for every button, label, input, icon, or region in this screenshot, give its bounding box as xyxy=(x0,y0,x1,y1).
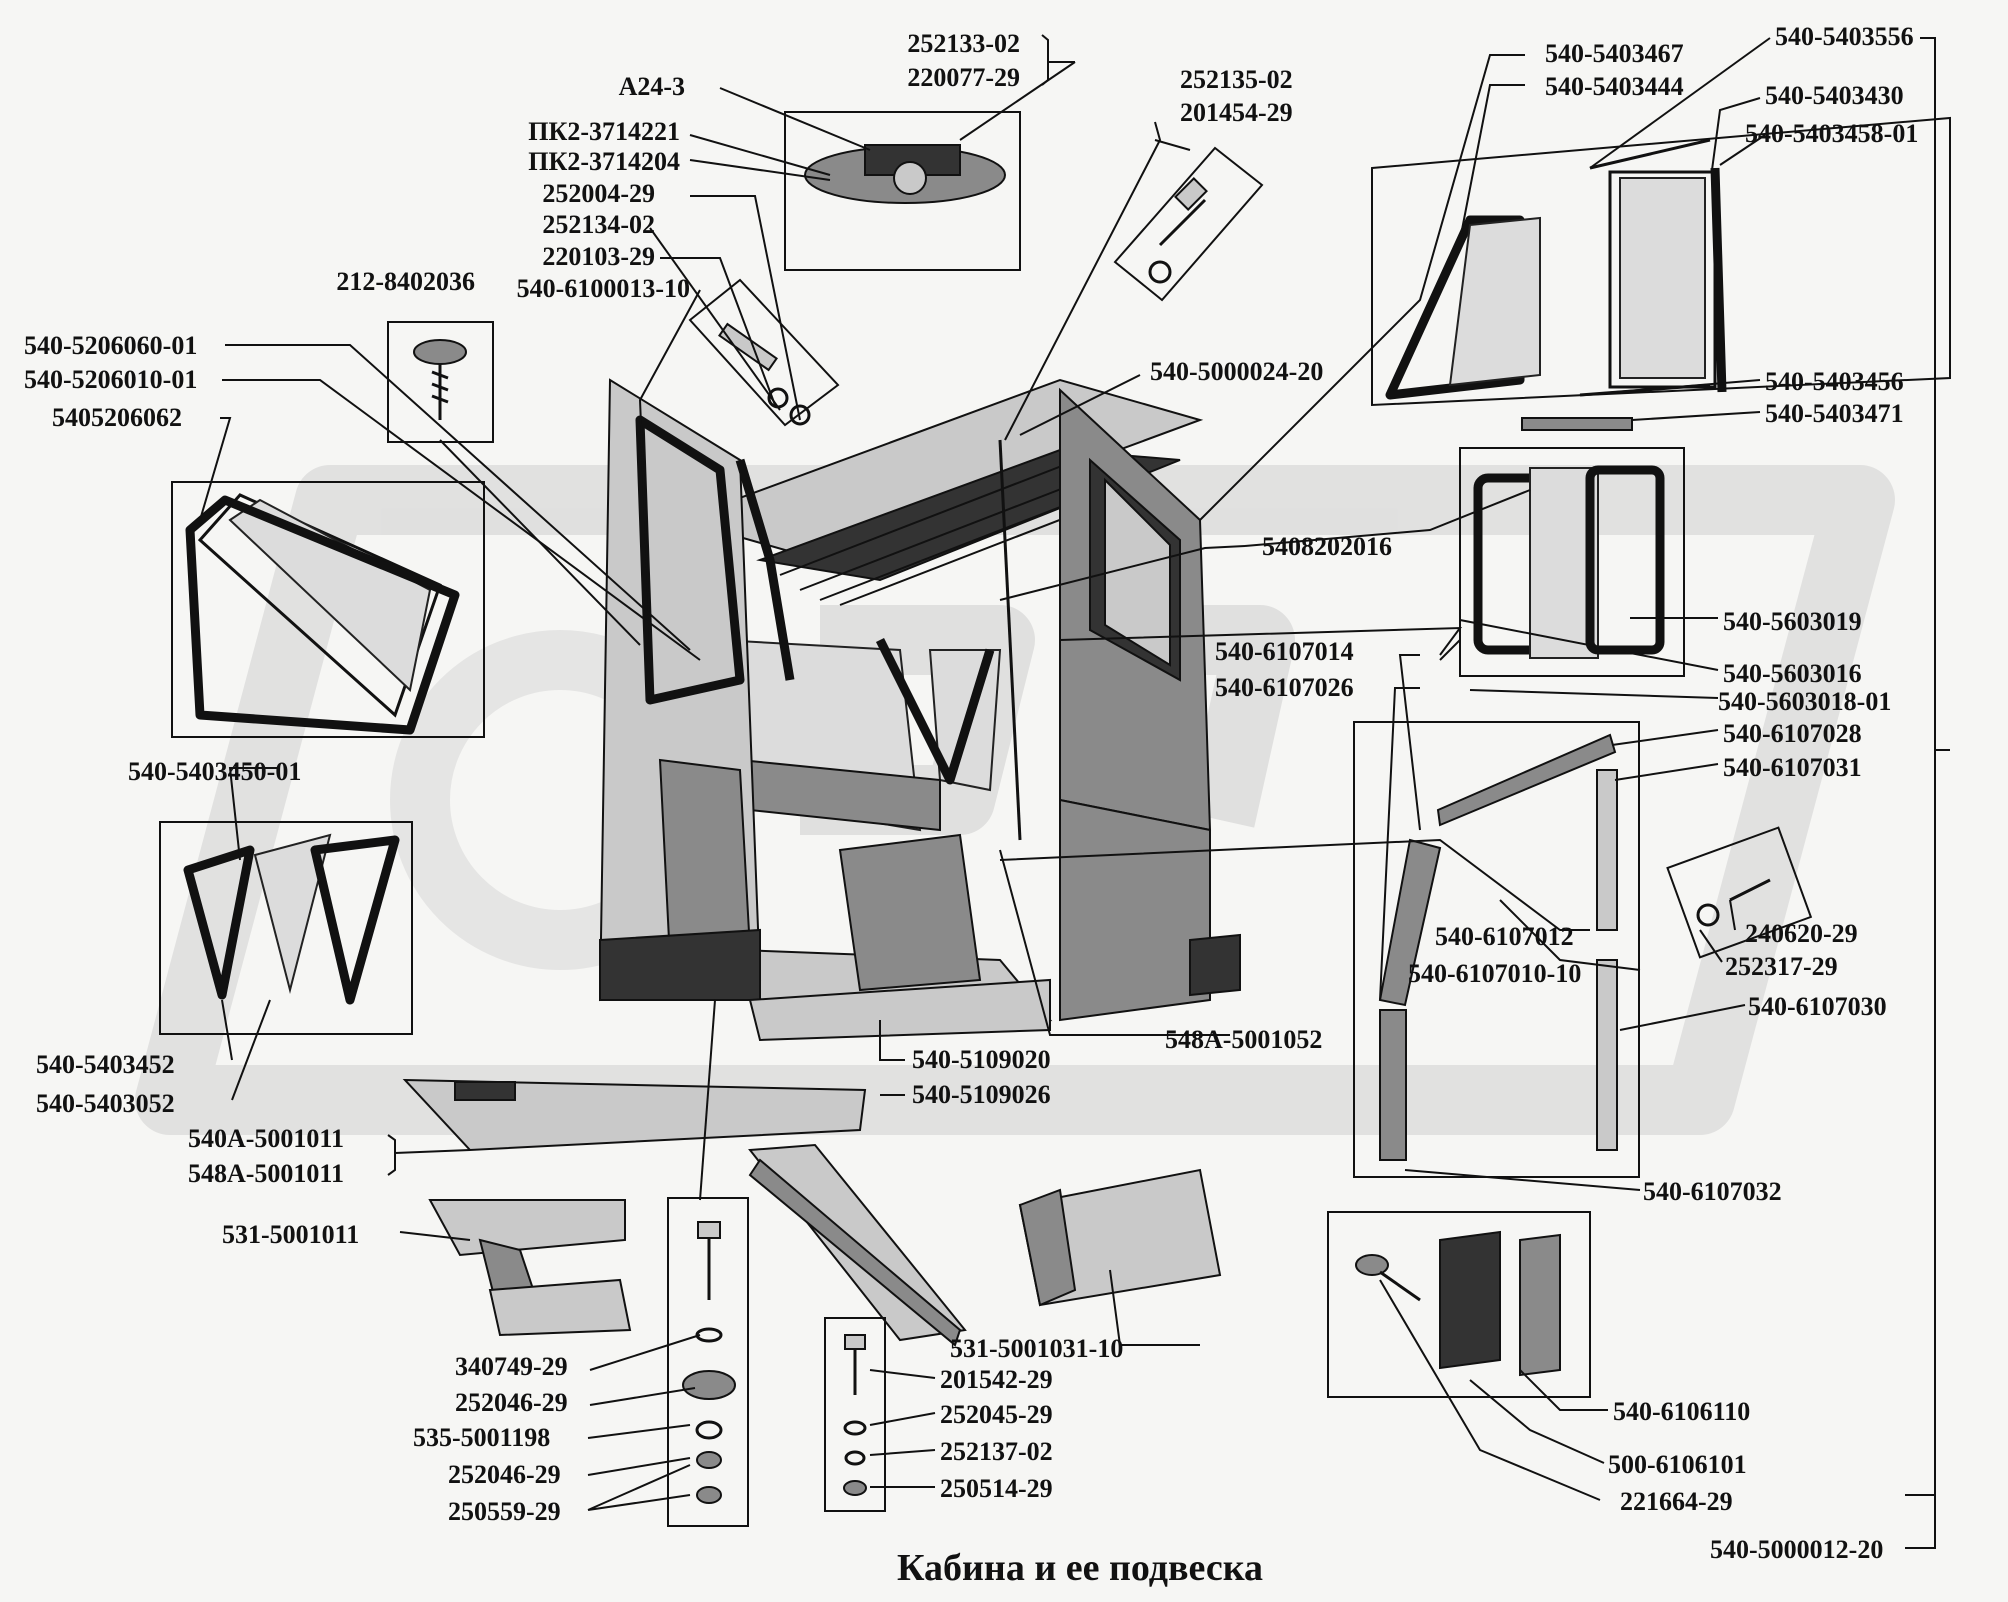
leader-lines xyxy=(199,34,1950,1511)
label-240620-29: 240620-29 xyxy=(1745,919,1858,948)
cab-body xyxy=(598,378,1241,1042)
diagram-title: Кабина и ее подвеска xyxy=(897,1547,1263,1589)
door-runner-kit xyxy=(1353,721,1813,1178)
label-pk2-3714221: ПК2-3714221 xyxy=(528,117,680,146)
label-540-5403052: 540-5403052 xyxy=(36,1089,175,1118)
label-540-6107028: 540-6107028 xyxy=(1723,719,1862,748)
label-540-6107030: 540-6107030 xyxy=(1748,992,1887,1021)
label-pk2-3714204: ПК2-3714204 xyxy=(528,147,680,176)
door-glass-kit xyxy=(1459,447,1685,677)
label-548a-5001052: 548А-5001052 xyxy=(1165,1025,1322,1054)
label-540a-5001011: 540А-5001011 xyxy=(188,1124,344,1153)
label-5408202016: 5408202016 xyxy=(1262,532,1392,561)
left-side-window-kit xyxy=(171,481,485,738)
rear-window-kit xyxy=(1371,116,1951,431)
label-535-5001198: 535-5001198 xyxy=(413,1423,550,1452)
label-221664-29: 221664-29 xyxy=(1620,1487,1733,1516)
label-252137-02: 252137-02 xyxy=(940,1437,1053,1466)
dome-light-assembly xyxy=(784,111,1021,271)
label-212-8402036: 212-8402036 xyxy=(336,267,475,296)
label-540-5206010-01: 540-5206010-01 xyxy=(24,365,197,394)
part-labels: 252133-02 220077-29 А24-3 ПК2-3714221 ПК… xyxy=(24,22,1918,1564)
label-540-5403556: 540-5403556 xyxy=(1775,22,1914,51)
label-252133-02: 252133-02 xyxy=(907,29,1020,58)
suspension-parts xyxy=(402,1078,1222,1347)
label-540-5000024-20: 540-5000024-20 xyxy=(1150,357,1323,386)
label-252135-02: 252135-02 xyxy=(1180,65,1293,94)
bolt-stack-lower xyxy=(824,1317,886,1512)
label-250514-29: 250514-29 xyxy=(940,1474,1053,1503)
label-540-5403467: 540-5403467 xyxy=(1545,39,1684,68)
label-540-5403458-01: 540-5403458-01 xyxy=(1745,119,1918,148)
label-340749-29: 340749-29 xyxy=(455,1352,568,1381)
label-540-6106110: 540-6106110 xyxy=(1613,1397,1750,1426)
label-201454-29: 201454-29 xyxy=(1180,98,1293,127)
label-540-5403444: 540-5403444 xyxy=(1545,72,1684,101)
label-531-5001031-10: 531-5001031-10 xyxy=(950,1334,1123,1363)
label-540-5403456: 540-5403456 xyxy=(1765,367,1904,396)
label-540-5603018-01: 540-5603018-01 xyxy=(1718,687,1891,716)
screw-frame xyxy=(387,321,494,443)
mounting-bolt-stack xyxy=(667,1197,749,1527)
label-540-6107031: 540-6107031 xyxy=(1723,753,1862,782)
leader-540-5000012-20 xyxy=(1905,1495,1936,1549)
label-220077-29: 220077-29 xyxy=(907,63,1020,92)
label-540-5109020: 540-5109020 xyxy=(912,1045,1051,1074)
bolt-washer-frame xyxy=(688,278,840,427)
label-540-5000012-20: 540-5000012-20 xyxy=(1710,1535,1883,1564)
label-540-6107010-10: 540-6107010-10 xyxy=(1408,959,1581,988)
label-540-5206060-01: 540-5206060-01 xyxy=(24,331,197,360)
label-540-5403452: 540-5403452 xyxy=(36,1050,175,1079)
vent-window-kit xyxy=(159,821,413,1035)
label-540-6107032: 540-6107032 xyxy=(1643,1177,1782,1206)
label-a24-3: А24-3 xyxy=(619,72,685,101)
label-540-6107012: 540-6107012 xyxy=(1435,922,1574,951)
label-5405206062: 5405206062 xyxy=(52,403,182,432)
label-252046-29-b: 252046-29 xyxy=(448,1460,561,1489)
label-252004-29: 252004-29 xyxy=(542,179,655,208)
label-540-6107026: 540-6107026 xyxy=(1215,673,1354,702)
label-201542-29: 201542-29 xyxy=(940,1365,1053,1394)
label-252045-29: 252045-29 xyxy=(940,1400,1053,1429)
label-540-6100013-10: 540-6100013-10 xyxy=(517,274,690,303)
label-540-6107014: 540-6107014 xyxy=(1215,637,1354,666)
label-252134-02: 252134-02 xyxy=(542,210,655,239)
label-220103-29: 220103-29 xyxy=(542,242,655,271)
label-548a-5001011: 548А-5001011 xyxy=(188,1159,344,1188)
label-531-5001011: 531-5001011 xyxy=(222,1220,359,1249)
label-500-6106101: 500-6106101 xyxy=(1608,1450,1747,1479)
label-252046-29: 252046-29 xyxy=(455,1388,568,1417)
label-540-5403471: 540-5403471 xyxy=(1765,399,1904,428)
label-540-5403430: 540-5403430 xyxy=(1765,81,1904,110)
label-252317-29: 252317-29 xyxy=(1725,952,1838,981)
door-lock-kit xyxy=(1327,1211,1591,1398)
label-540-5603019: 540-5603019 xyxy=(1723,607,1862,636)
bolt-frame-top xyxy=(1113,146,1264,302)
label-540-5603016: 540-5603016 xyxy=(1723,659,1862,688)
label-540-5109026: 540-5109026 xyxy=(912,1080,1051,1109)
label-250559-29: 250559-29 xyxy=(448,1497,561,1526)
label-540-5403450-01: 540-5403450-01 xyxy=(128,757,301,786)
